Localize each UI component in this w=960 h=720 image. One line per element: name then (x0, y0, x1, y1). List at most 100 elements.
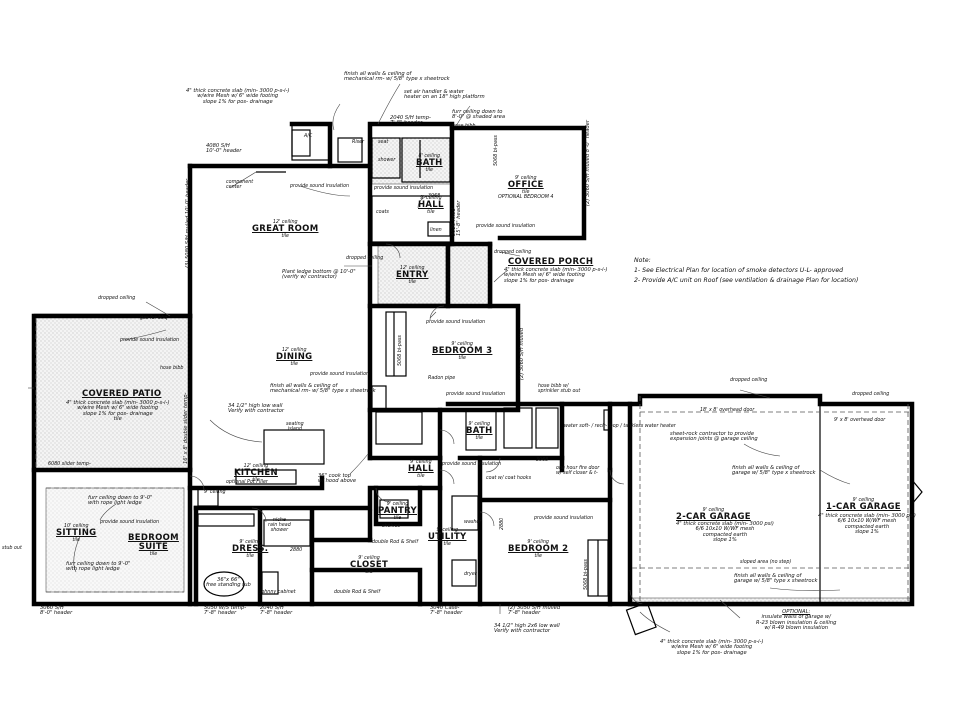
hose-bibb-patio: hose bibb (160, 366, 184, 371)
garage2-slab: 4" thick concrete slab (min- 3000 psi)6/… (676, 521, 774, 544)
gas-bbq: gas for bbq (140, 316, 168, 321)
room-bedroom3: 9' ceiling BEDROOM 3 tile (432, 342, 493, 361)
room-sitting: 10' ceiling SITTING tile (56, 524, 97, 543)
hose-bibb-sprinkler: hose bibb w/sprinkler stub out (538, 384, 581, 395)
dropped-garage: dropped ceiling (730, 378, 768, 383)
mulled-bedroom3: (2) 3060 S/H mulled (519, 327, 525, 380)
sound-hall-mid: provide sound insulation (442, 462, 502, 467)
note-1: 1- See Electrical Plan for location of s… (634, 267, 844, 274)
slider-16: 16' x 8' double slider temp- (183, 392, 189, 464)
room-covered-patio: COVERED PATIO (82, 389, 162, 399)
riser-label: Riser (352, 140, 365, 145)
dropped-patio: dropped ceiling (98, 296, 136, 301)
header-2040-top: 2040 S/H temp-7'-8" header (390, 115, 431, 127)
coats-label: coats (376, 210, 389, 215)
dropped-garage-right: dropped ceiling (852, 392, 890, 397)
notes-heading: Note: (634, 257, 651, 264)
suite-furr-bottom: furr ceiling down to 9'-0"with rope ligh… (66, 561, 131, 573)
shower-label: shower (378, 158, 396, 163)
room-closet: 9' ceiling CLOSET tile (350, 556, 389, 575)
room-garage2: 9' ceiling 2-CAR GARAGE (676, 508, 751, 523)
seat-label: seat (378, 140, 389, 145)
exterior-walls (31, 121, 915, 607)
dryer-label: dryer (464, 572, 477, 577)
sound-patio: provide sound insulation (120, 338, 180, 343)
bipass-office: 5068 bi-pass (494, 135, 499, 166)
overhead-door-18: 18' x 8' overhead door (700, 408, 755, 413)
rod-shelf-top: double Rod & Shelf (372, 540, 419, 545)
door-swings (189, 195, 645, 605)
plant-ledge: Plant ledge bottom @ 10'-0"(verify w/ co… (282, 269, 356, 281)
door-2880-vert: 2880 (500, 517, 505, 530)
room-bedroom2: 9' ceiling BEDROOM 2 tile (508, 540, 569, 559)
room-bath-mid: 9' ceiling BATH tile (466, 422, 493, 441)
garage-side-door (625, 601, 657, 636)
interior-details (197, 129, 611, 597)
sound-dining: provide sound insulation (310, 372, 370, 377)
leader-lines (28, 83, 851, 633)
room-entry: 12' ceiling ENTRY tile (396, 266, 429, 285)
slab-callout-top: 4" thick concrete slab (min- 3000 p-s-i-… (186, 88, 290, 105)
room-dress: 9' ceiling DRESS. tile (232, 540, 269, 559)
bath-furred-area (371, 137, 453, 185)
sound-bedroom3-b: provide sound insulation (446, 392, 506, 397)
shelves-pantry: shelves (382, 524, 401, 529)
stub-out: stub out (2, 546, 22, 551)
overhead-door-9: 9' x 8' overhead door (834, 418, 886, 423)
sound-bedroom3: provide sound insulation (426, 320, 486, 325)
water-heater: water soft- / recir- loop / tankless wat… (564, 424, 676, 429)
patio-slab-callout: 4" thick concrete slab (min- 3000 p-s-i-… (66, 400, 170, 423)
garage-slab-bottom: 4" thick concrete slab (min- 3000 p-s-i-… (660, 639, 764, 656)
coat-hooks: coat w/ coat hooks (486, 476, 532, 481)
room-covered-porch: COVERED PORCH (508, 257, 594, 267)
sound-great-room: provide sound insulation (290, 184, 350, 189)
header-3040: 3040 Case-7'-8" header (430, 605, 463, 617)
mulled-office-header: (2) 3060 S/H mulled 8'-0" header (585, 119, 591, 206)
covered-patio-area (33, 313, 193, 471)
sloped-area: sloped area (no step) (740, 560, 792, 565)
mulled-left-header: (3) 5080 S/H mulled 10'-0" header (185, 178, 191, 268)
optional-insulation: OPTIONAL:insulate walls of garage w/R-23… (756, 609, 837, 632)
suite-furr-top: furr ceiling down to 9'-0"with rope ligh… (88, 495, 153, 507)
room-bath-top: 8' ceiling BATH tile (416, 154, 443, 173)
garage1-slab: 4" thick concrete slab (min- 3000 psi)6/… (818, 513, 916, 536)
header-5050: 5050 W/S temp-7'-8" header (204, 605, 247, 617)
room-hall-mid: 9' ceiling HALL tile (408, 460, 434, 479)
hose-bibb-top: hose bibb (452, 124, 476, 129)
room-hall-top: 9' ceiling HALL tile (418, 196, 444, 215)
room-kitchen: 12' ceiling KITCHEN tile (234, 464, 278, 483)
linen-top: linen (430, 228, 442, 233)
note-2: 2- Provide A/C unit on Roof (see ventila… (634, 277, 859, 284)
door-3068-top: 3068 (428, 194, 441, 199)
door-3068-mid: 3068 (536, 458, 549, 463)
rod-shelf-bottom: double Rod & Shelf (334, 590, 381, 595)
slider-6080: 6080 slider temp- (48, 462, 91, 467)
sound-hall: provide sound insulation (476, 224, 536, 229)
ac-label: A/C (304, 134, 313, 139)
dropped-entry: dropped ceiling (346, 256, 384, 261)
sound-bath: provide sound insulation (374, 186, 434, 191)
bipass-bedroom3: 5068 bi-pass (398, 335, 403, 366)
suite-ceiling-area (45, 487, 185, 593)
washer-label: washer (464, 520, 482, 525)
door-2880: 2880 (290, 548, 303, 553)
room-garage1: 9' ceiling 1-CAR GARAGE (826, 498, 901, 513)
dropped-porch: dropped ceiling (494, 250, 532, 255)
garage-side-arrow (911, 479, 923, 505)
room-office: 9' ceiling OFFICE tile OPTIONAL BEDROOM … (498, 176, 554, 200)
